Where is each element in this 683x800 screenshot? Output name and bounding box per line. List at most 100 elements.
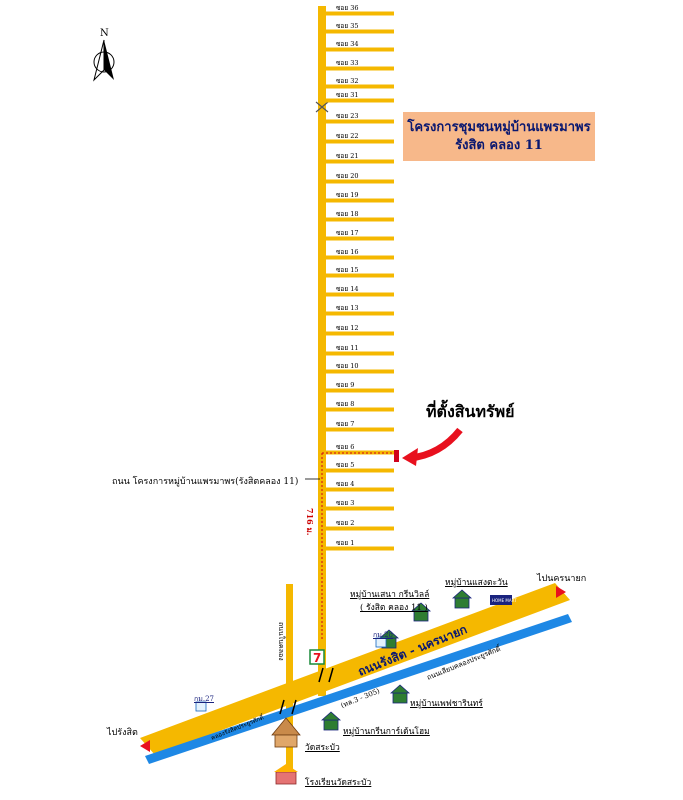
svg-text:7: 7 xyxy=(313,651,321,665)
village-house-icon xyxy=(389,684,411,704)
soi-label: ซอย 34 xyxy=(336,40,359,48)
soi-label: ซอย 36 xyxy=(336,4,359,12)
km-marker-icon xyxy=(195,701,207,712)
soi-branch xyxy=(326,255,394,260)
soi-label: ซอย 2 xyxy=(336,519,355,527)
soi-branch xyxy=(326,468,394,473)
soi-label: ซอย 5 xyxy=(336,461,355,469)
soi-branch xyxy=(326,292,394,297)
soi-label: ซอย 19 xyxy=(336,191,359,199)
soi-branch xyxy=(326,66,394,71)
asset-location-label: ที่ตั้งสินทรัพย์ xyxy=(426,402,515,421)
soi-label: ซอย 31 xyxy=(336,91,359,99)
soi-label: ซอย 9 xyxy=(336,381,355,389)
road-break-icon xyxy=(315,101,329,113)
soi-label: ซอย 12 xyxy=(336,324,359,332)
soi-branch xyxy=(326,506,394,511)
temple-label: วัดสระบัว xyxy=(305,743,340,753)
soi-label: ซอย 6 xyxy=(336,443,355,451)
soi-branch xyxy=(326,139,394,144)
soi-branch xyxy=(326,159,394,164)
soi-label: ซอย 15 xyxy=(336,266,359,274)
direction-rangsit-label: ไปรังสิต xyxy=(107,728,138,738)
soi-label: ซอย 10 xyxy=(336,362,359,370)
soi-branch xyxy=(326,351,394,356)
school-label: โรงเรียนวัดสระบัว xyxy=(305,778,372,788)
project-title-box: โครงการชุมชนหมู่บ้านแพรมาพร รังสิต คลอง … xyxy=(403,112,595,161)
soi-branch xyxy=(326,273,394,278)
village-sena-green-ville-sub-label: ( รังสิต คลอง 11 ) xyxy=(360,603,428,613)
soi-branch xyxy=(326,311,394,316)
soi-branch xyxy=(326,369,394,374)
project-road xyxy=(318,6,326,696)
soi-label: ซอย 21 xyxy=(336,152,359,160)
bridge-icon xyxy=(318,667,334,683)
village-house-icon xyxy=(410,602,432,622)
soi-branch xyxy=(326,427,394,432)
school-icon xyxy=(274,764,298,785)
village-house-icon xyxy=(451,589,473,609)
soi-label: ซอย 3 xyxy=(336,499,355,507)
soi-branch xyxy=(326,526,394,531)
soi-label: ซอย 8 xyxy=(336,400,355,408)
direction-nakhon-nayok-label: ไปนครนายก xyxy=(537,574,587,584)
soi-label: ซอย 11 xyxy=(336,344,359,352)
soi-label: ซอย 32 xyxy=(336,77,359,85)
north-compass-icon: N xyxy=(93,28,115,82)
project-title-line1: โครงการชุมชนหมู่บ้านแพรมาพร xyxy=(407,119,591,135)
village-pruksa-rin-label: หมู่บ้านเพฟชารินทร์ xyxy=(410,699,483,709)
svg-text:HOME MART: HOME MART xyxy=(492,598,517,603)
soi-label: ซอย 7 xyxy=(336,420,355,428)
km-28-label: กม.28 xyxy=(373,631,393,639)
soi-branch xyxy=(326,546,394,551)
soi-label: ซอย 13 xyxy=(336,304,359,312)
soi-branch xyxy=(326,11,394,16)
main-highway xyxy=(140,583,572,764)
distance-label: 716 ม. xyxy=(305,508,315,536)
soi-label: ซอย 1 xyxy=(336,539,355,547)
soi-branch xyxy=(326,84,394,89)
project-road-label: ถนน โครงการหมู่บ้านแพรมาพร(รังสิตคลอง 11… xyxy=(112,477,299,487)
soi-branch xyxy=(326,388,394,393)
side-road-label: ถนนในคลอง xyxy=(277,622,286,661)
soi-label: ซอย 23 xyxy=(336,112,359,120)
soi-branch xyxy=(326,29,394,34)
soi-label: ซอย 16 xyxy=(336,248,359,256)
soi-branch xyxy=(326,47,394,52)
soi-branch xyxy=(326,217,394,222)
village-sena-green-ville-label: หมู่บ้านเสนา กรีนวิลล์ xyxy=(350,590,430,600)
bridge-icon xyxy=(279,699,297,715)
compass-north-label: N xyxy=(100,28,109,39)
project-title-line2: รังสิต คลอง 11 xyxy=(455,137,543,153)
soi-label: ซอย 35 xyxy=(336,22,359,30)
soi-branch xyxy=(326,179,394,184)
soi-branch xyxy=(326,236,394,241)
asset-pointer-arrow-icon xyxy=(409,427,463,462)
village-house-icon xyxy=(320,711,342,731)
arrow-to-rangsit-icon xyxy=(140,740,150,752)
km-27-label: กม.27 xyxy=(194,695,214,703)
soi-label: ซอย 17 xyxy=(336,229,359,237)
asset-marker xyxy=(394,450,399,462)
seven-eleven-icon: 7 xyxy=(309,649,325,665)
village-saeng-tawan-label: หมู่บ้านแสงตะวัน xyxy=(445,578,508,588)
km-marker-icon xyxy=(375,637,387,648)
soi-branch xyxy=(326,98,394,103)
soi-label: ซอย 4 xyxy=(336,480,355,488)
soi-branches xyxy=(326,11,394,551)
village-green-garden-home-label: หมู่บ้านกรีนการ์เด้นโฮม xyxy=(343,727,430,737)
home-mart-icon: HOME MART xyxy=(490,595,517,605)
soi-branch xyxy=(326,331,394,336)
soi-branch xyxy=(326,407,394,412)
soi-branch xyxy=(326,487,394,492)
soi-label: ซอย 33 xyxy=(336,59,359,67)
soi-branch xyxy=(326,198,394,203)
soi-label: ซอย 14 xyxy=(336,285,359,293)
arrow-to-nakhon-nayok-icon xyxy=(556,586,566,598)
soi-label: ซอย 18 xyxy=(336,210,359,218)
temple-icon xyxy=(271,717,301,748)
soi-label: ซอย 22 xyxy=(336,132,359,140)
soi-label: ซอย 20 xyxy=(336,172,359,180)
soi-branch xyxy=(326,119,394,124)
